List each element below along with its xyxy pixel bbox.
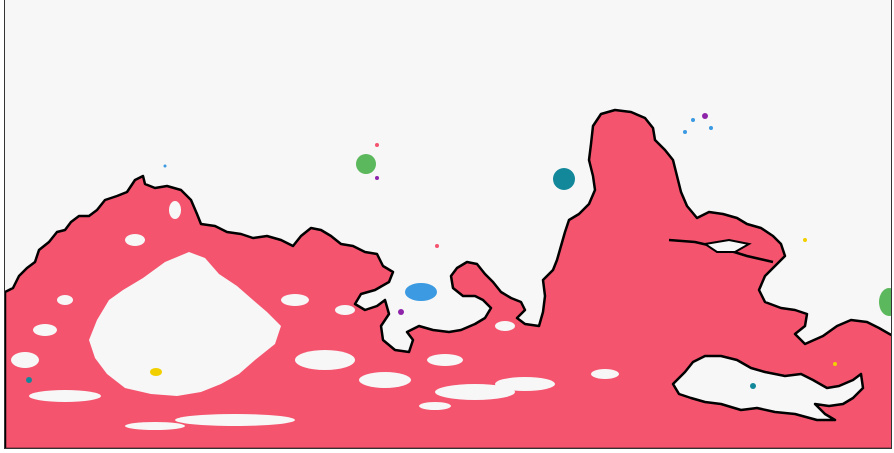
east-inlet-2: [702, 238, 752, 253]
blue-patch: [405, 283, 437, 301]
purple-patch: [375, 113, 708, 315]
green-patch-east: [879, 288, 891, 316]
small-blue-specks: [26, 118, 837, 389]
teal-patch: [553, 168, 575, 190]
yellow-patch: [150, 368, 162, 376]
ice-west-interior: [89, 252, 281, 396]
map-svg: [5, 0, 891, 448]
land-speckles: [11, 201, 619, 430]
green-patch: [356, 154, 376, 174]
map-canvas[interactable]: [4, 0, 892, 449]
ice-east: [671, 354, 865, 422]
